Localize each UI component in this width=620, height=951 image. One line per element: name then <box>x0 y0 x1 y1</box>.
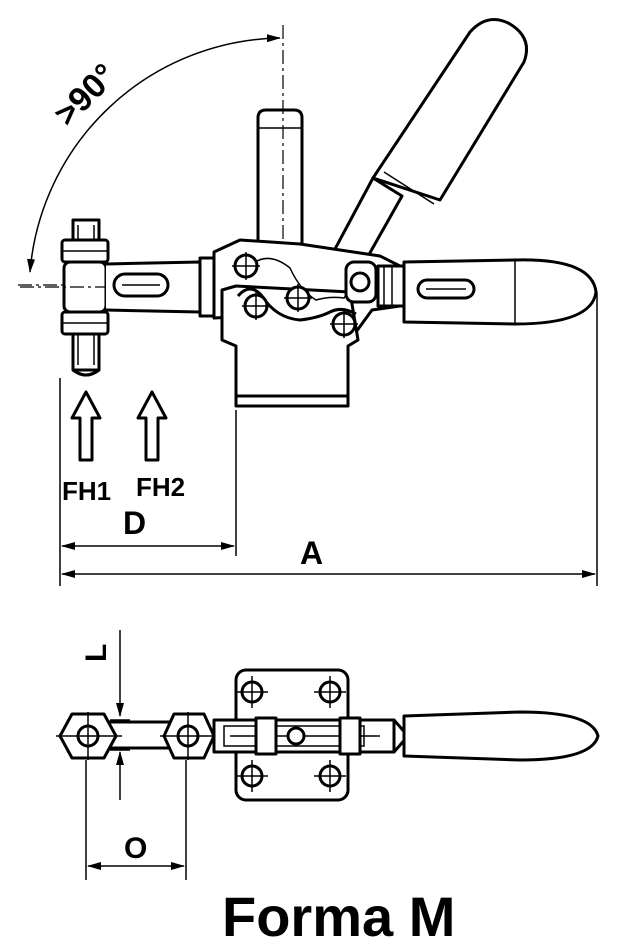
mounting-holes <box>236 676 346 792</box>
label-fh1: FH1 <box>62 476 111 506</box>
clamp-body <box>212 238 406 408</box>
clamp-arm <box>105 256 216 318</box>
label-angle: >90° <box>47 56 124 133</box>
spindle-assembly <box>20 218 120 377</box>
label-a: A <box>300 535 323 571</box>
label-d: D <box>123 505 146 541</box>
force-arrow-fh1 <box>70 390 102 462</box>
label-o: O <box>124 832 147 865</box>
handle-grip <box>402 258 598 326</box>
label-fh2: FH2 <box>136 472 185 502</box>
base-plate <box>234 394 350 408</box>
caption-title: Forma M <box>222 885 455 948</box>
top-handle-grip <box>402 710 600 762</box>
force-arrow-fh2 <box>136 390 168 462</box>
label-l: L <box>80 644 113 662</box>
side-view: FH1 FH2 D A >90° <box>18 18 598 586</box>
top-view: L O <box>56 630 600 880</box>
handle-open-position <box>256 108 304 255</box>
